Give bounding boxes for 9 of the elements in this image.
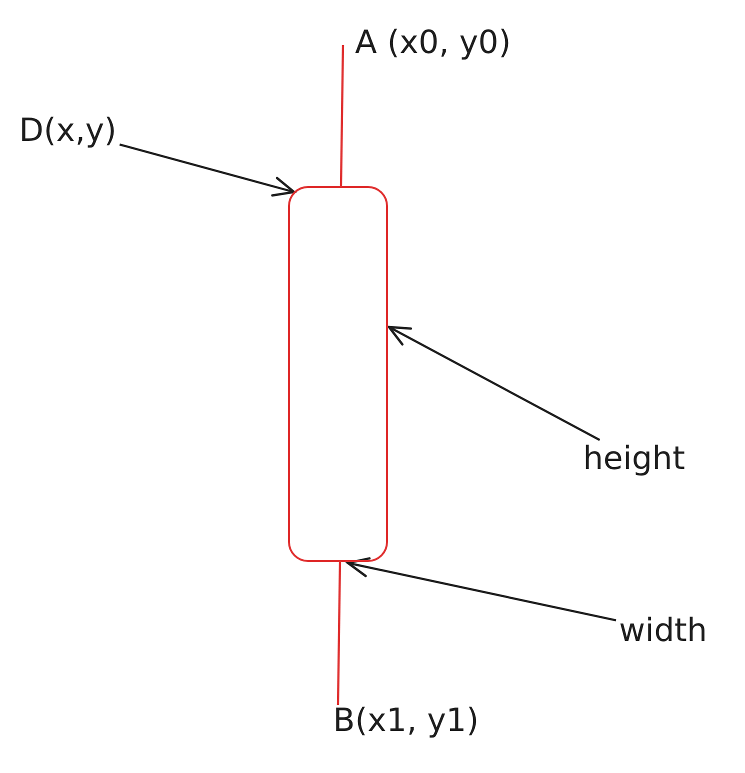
width-label: width [616, 612, 710, 649]
point-label: B(x1, y1) [332, 702, 480, 739]
height-label: height [580, 440, 688, 477]
point-label: D(x,y) [16, 112, 120, 149]
point-label: A (x0, y0) [354, 24, 512, 61]
arrow [119, 143, 296, 197]
arrow [346, 557, 616, 622]
arrow [388, 326, 600, 441]
candle-body [288, 186, 388, 562]
